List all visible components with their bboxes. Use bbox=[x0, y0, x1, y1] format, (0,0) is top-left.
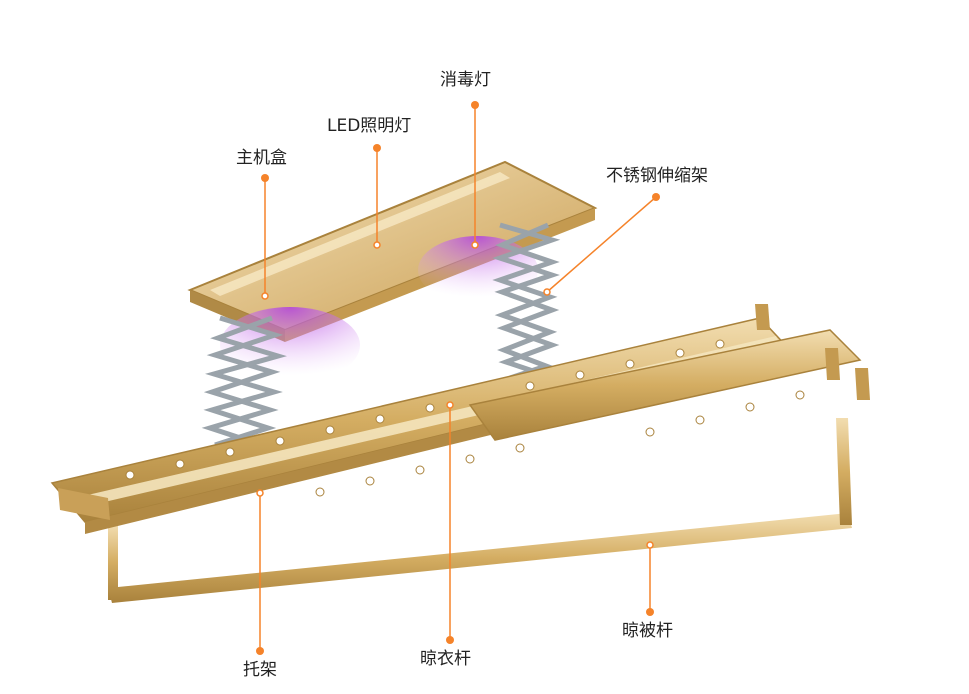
label-bracket: 托架 bbox=[243, 660, 277, 680]
label-stainless-telescopic: 不锈钢伸缩架 bbox=[606, 166, 708, 186]
clothes-rack bbox=[50, 304, 870, 534]
label-main-box: 主机盒 bbox=[236, 148, 287, 168]
callout-anchors bbox=[256, 241, 654, 549]
label-disinfection-lamp: 消毒灯 bbox=[440, 70, 491, 90]
right-scissor-arm bbox=[492, 222, 561, 381]
left-scissor-arm bbox=[201, 315, 287, 448]
label-quilt-rod: 晾被杆 bbox=[622, 621, 673, 641]
callout-lines bbox=[259, 105, 657, 651]
rod-holes bbox=[125, 339, 805, 497]
callout-dots bbox=[256, 101, 660, 655]
label-led-light: LED照明灯 bbox=[327, 116, 412, 136]
label-clothes-rod: 晾衣杆 bbox=[420, 649, 471, 669]
quilt-rod-frame bbox=[108, 418, 852, 603]
